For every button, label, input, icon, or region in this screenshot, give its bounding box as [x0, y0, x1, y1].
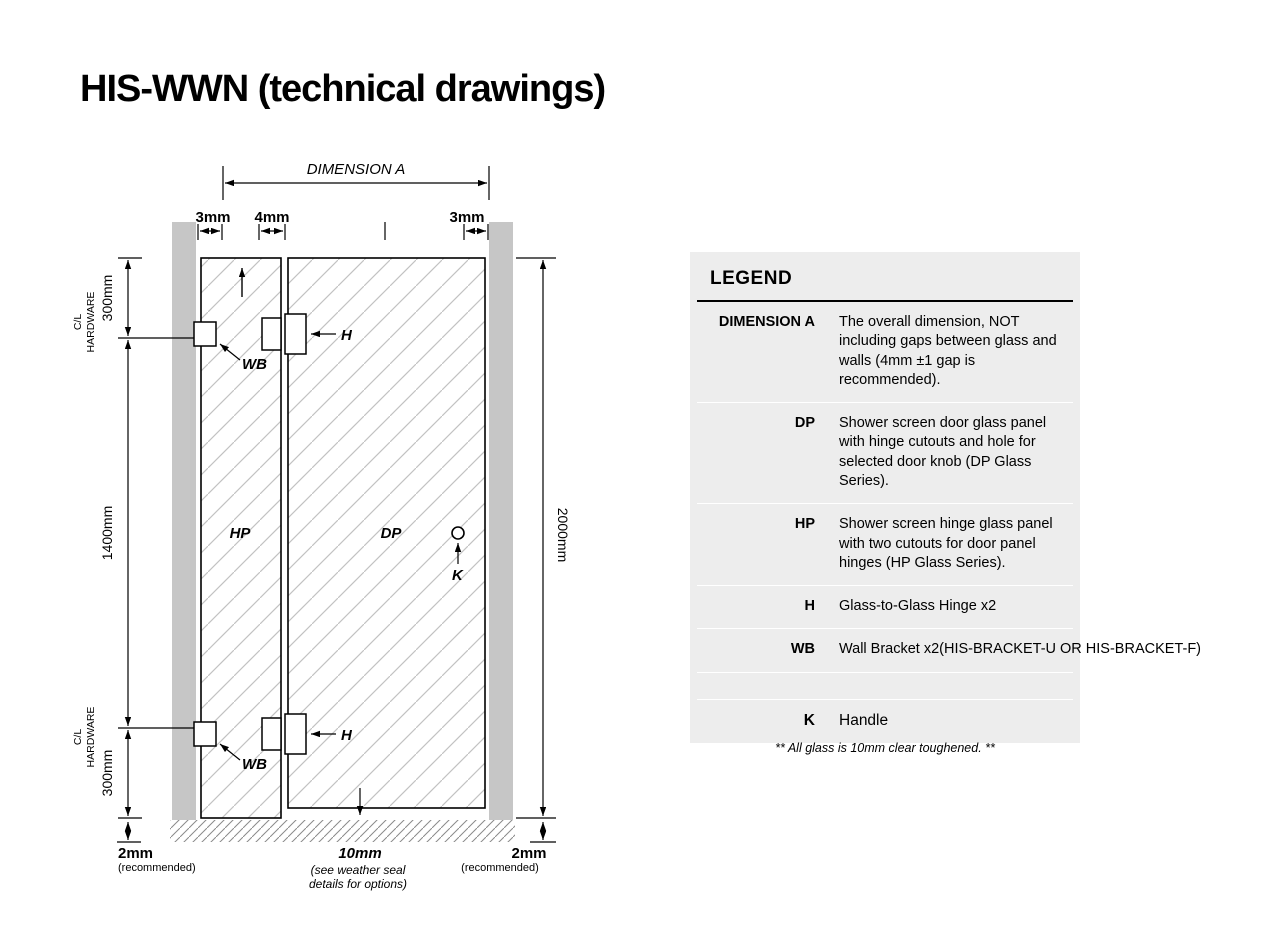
cl-hardware-bottom-line1: C/L: [72, 729, 84, 746]
dim-300-top-label: 300mm: [99, 275, 115, 322]
wb-label-bottom: WB: [242, 756, 267, 773]
top-gap-dims: [197, 222, 489, 240]
bottom-right-note: (recommended): [461, 862, 539, 874]
legend-row-k: K Handle: [697, 700, 1073, 744]
hp-panel-label: HP: [230, 525, 252, 542]
wall-right: [489, 222, 513, 820]
bottom-right-value: 2mm: [511, 845, 546, 862]
technical-drawing: DIMENSION A 3mm 4mm 3mm 300mm 1400mm 300…: [72, 161, 571, 891]
legend-row-wb: WB Wall Bracket x2(HIS-BRACKET-U OR HIS-…: [697, 629, 1201, 673]
bottom-center-note-2: details for options): [309, 877, 407, 891]
legend-spacer: [697, 673, 1073, 700]
wb-callout-arrows: [219, 343, 241, 761]
legend-desc-hp: Shower screen hinge glass panel with two…: [839, 516, 1053, 571]
hinge-top: [261, 313, 307, 355]
dim-300-bottom-label: 300mm: [99, 750, 115, 797]
gap-right-label: 3mm: [449, 209, 484, 226]
wb-label-top: WB: [242, 356, 267, 373]
h-callout-arrows: [311, 330, 336, 738]
legend-desc-wb: Wall Bracket x2(HIS-BRACKET-U OR HIS-BRA…: [839, 641, 1202, 658]
handle-k: [451, 526, 465, 564]
legend-row-hp: HP Shower screen hinge glass panel with …: [697, 504, 1073, 587]
dp-panel-label: DP: [381, 525, 403, 542]
dimension-a-label: DIMENSION A: [307, 161, 406, 178]
gap-mid-label: 4mm: [254, 209, 289, 226]
legend-term-k: K: [803, 711, 815, 729]
legend-term-wb: WB: [790, 641, 815, 658]
dim-2000-label: 2000mm: [555, 508, 571, 562]
legend-desc-h: Glass-to-Glass Hinge x2: [839, 598, 997, 615]
dim-1400-label: 1400mm: [99, 506, 115, 560]
hinge-bottom: [261, 713, 307, 755]
left-dims: [118, 257, 196, 819]
legend-desc-dimension-a: The overall dimension, NOT including gap…: [839, 314, 1057, 388]
legend-term-dp: DP: [794, 415, 815, 432]
legend-term-hp: HP: [794, 516, 815, 533]
cl-hardware-top-line2: HARDWARE: [85, 292, 97, 353]
gap-left-label: 3mm: [195, 209, 230, 226]
cl-hardware-bottom-line2: HARDWARE: [85, 707, 97, 768]
floor-hatch: [170, 820, 515, 842]
legend-title-rule: [697, 300, 1073, 302]
bottom-left-note: (recommended): [118, 862, 196, 874]
page-title: HIS-WWN (technical drawings): [80, 68, 606, 110]
legend-panel: LEGEND DIMENSION A The overall dimension…: [690, 252, 1201, 744]
legend-row-dp: DP Shower screen door glass panel with h…: [697, 403, 1073, 505]
wall-bracket-bottom: [193, 721, 217, 747]
cl-hardware-top-line1: C/L: [72, 314, 84, 331]
bottom-gap-arrows: [117, 788, 556, 843]
legend-desc-dp: Shower screen door glass panel with hing…: [839, 415, 1047, 489]
h-label-top: H: [341, 327, 353, 344]
bottom-left-value: 2mm: [118, 845, 153, 862]
legend-desc-k: Handle: [839, 711, 889, 729]
legend-term-dimension-a: DIMENSION A: [718, 314, 815, 330]
dimension-a: [222, 166, 490, 200]
bottom-center-note-1: (see weather seal: [311, 863, 406, 877]
wall-bracket-top: [193, 321, 217, 347]
right-dim: [516, 257, 556, 819]
legend-row-dimension-a: DIMENSION A The overall dimension, NOT i…: [697, 302, 1073, 404]
h-label-bottom: H: [341, 727, 353, 744]
legend-term-h: H: [804, 598, 815, 615]
glass-footnote: ** All glass is 10mm clear toughened. **: [775, 741, 995, 755]
wall-left: [172, 222, 196, 820]
bottom-center-value: 10mm: [338, 845, 381, 862]
k-label: K: [452, 567, 464, 584]
legend-row-h: H Glass-to-Glass Hinge x2: [697, 586, 1073, 630]
legend-title: LEGEND: [710, 268, 793, 289]
